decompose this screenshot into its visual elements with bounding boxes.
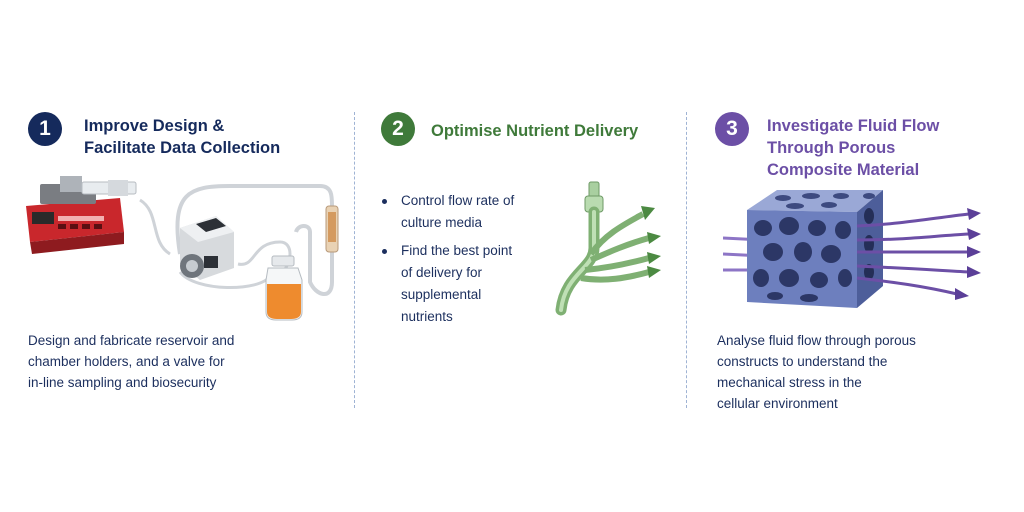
panel-1-title: Improve Design & Facilitate Data Collect…	[84, 115, 280, 159]
panel-3-title: Investigate Fluid Flow Through Porous Co…	[767, 115, 939, 181]
bullet-line: Find the best point	[401, 243, 513, 258]
panel-1-title-line: Facilitate Data Collection	[84, 139, 281, 157]
bullet-line: culture media	[401, 215, 483, 230]
description-line: constructs to understand the	[717, 354, 888, 369]
panel-nutrient-delivery: 2 Optimise Nutrient Delivery Control flo…	[355, 0, 686, 512]
panel-2-title-line: Optimise Nutrient Delivery	[431, 122, 639, 140]
panel-fluid-flow: 3 Investigate Fluid Flow Through Porous …	[687, 0, 1024, 512]
panel-2-bullet-list: Control flow rate of culture media Find …	[379, 190, 514, 334]
divider-2	[686, 112, 687, 408]
pump-tubing-setup-icon	[26, 176, 339, 321]
description-line: Design and fabricate reservoir and	[28, 333, 235, 348]
bullet-line: nutrients	[401, 309, 453, 324]
panel-improve-design: 1 Improve Design & Facilitate Data Colle…	[0, 0, 354, 512]
step-number-badge-1: 1	[28, 112, 62, 146]
description-line: chamber holders, and a valve for	[28, 354, 225, 369]
bullet-dot	[382, 249, 387, 254]
step-number-badge-2: 2	[381, 112, 415, 146]
panel-1-description: Design and fabricate reservoir and chamb…	[28, 330, 234, 393]
panel-3-title-line: Through Porous	[767, 139, 896, 157]
step-number-badge-3: 3	[715, 112, 749, 146]
bullet-line: supplemental	[401, 287, 482, 302]
bullet-dot	[382, 199, 387, 204]
panel-3-description: Analyse fluid flow through porous constr…	[717, 330, 916, 414]
divider-1	[354, 112, 355, 408]
panel-3-title-line: Composite Material	[767, 161, 920, 179]
bullet-line: Control flow rate of	[401, 193, 515, 208]
branching-tube-icon	[555, 181, 661, 316]
bullet-line: of delivery for	[401, 265, 483, 280]
porous-cube-flow-icon	[723, 190, 981, 308]
bullet-item: Control flow rate of culture media	[379, 190, 514, 234]
description-line: in-line sampling and biosecurity	[28, 375, 217, 390]
description-line: mechanical stress in the	[717, 375, 862, 390]
panel-1-title-line: Improve Design &	[84, 117, 225, 135]
panel-3-title-line: Investigate Fluid Flow	[767, 117, 940, 135]
description-line: Analyse fluid flow through porous	[717, 333, 916, 348]
panel-2-title: Optimise Nutrient Delivery	[431, 120, 638, 142]
description-line: cellular environment	[717, 396, 838, 411]
bullet-item: Find the best point of delivery for supp…	[379, 240, 514, 328]
